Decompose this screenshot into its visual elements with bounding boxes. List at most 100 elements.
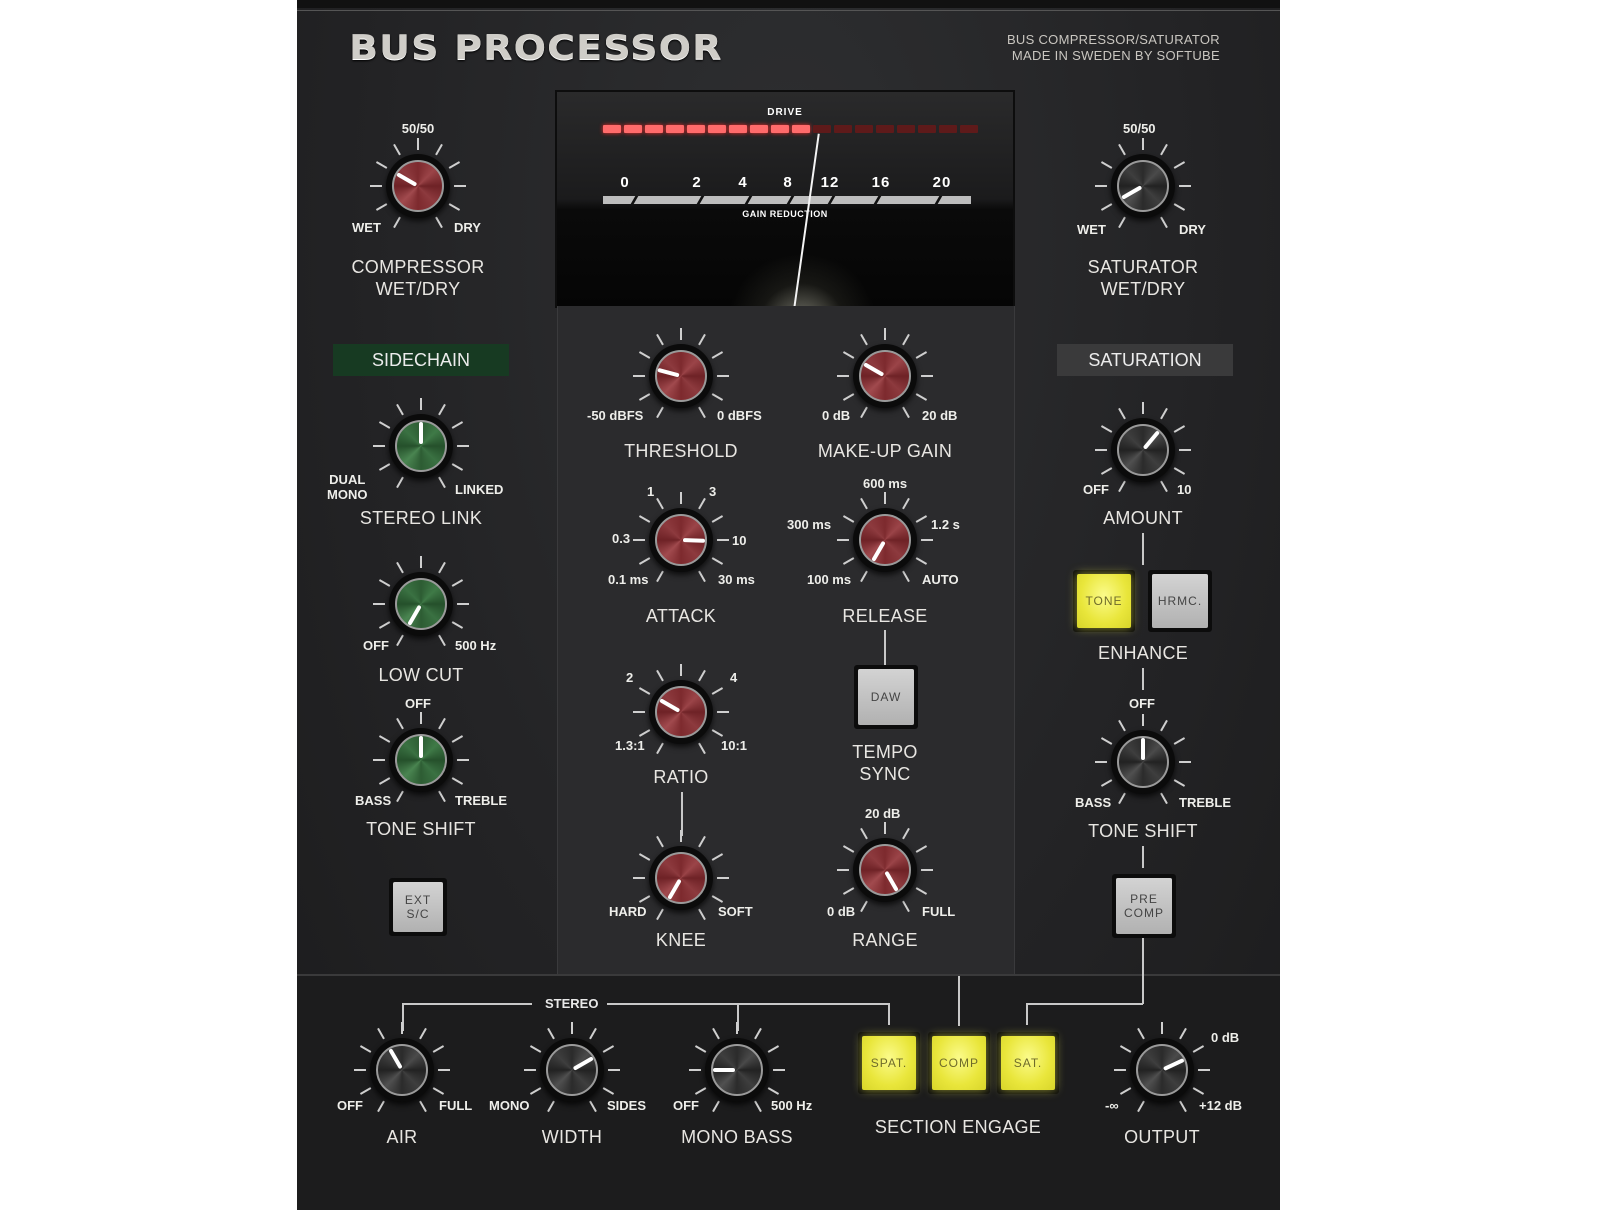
knob-tick-mark (1173, 737, 1185, 745)
daw-button-face: DAW (858, 669, 914, 725)
stereo-link-min-label: DUAL MONO (327, 472, 367, 502)
knob-tick-mark (717, 877, 729, 879)
output-knob[interactable] (1112, 1020, 1212, 1120)
knob-tick-mark (432, 1087, 445, 1095)
comp-wetdry-label-line2: WET/DRY (375, 279, 461, 299)
plugin-title: BUS PROCESSOR (349, 28, 723, 68)
low-cut-knob[interactable] (371, 554, 471, 654)
drive-led-segment (897, 125, 915, 133)
enhance-tone-button[interactable]: TONE (1073, 570, 1135, 632)
tone-shift-right-max-label: TREBLE (1179, 795, 1231, 810)
knob-tick-mark (1100, 425, 1113, 433)
mono-bass-knob[interactable] (687, 1020, 787, 1120)
knob-tick-mark (656, 670, 664, 682)
knob-tick-mark (902, 827, 910, 840)
sat-wetdry-min-label: WET (1077, 222, 1106, 237)
release-knob[interactable] (835, 490, 935, 590)
knob-tick-mark (736, 1022, 738, 1034)
range-knob[interactable] (835, 820, 935, 920)
threshold-knob[interactable] (631, 326, 731, 426)
saturator-wetdry-knob[interactable] (1093, 136, 1193, 236)
knob-tick-mark (1198, 1069, 1210, 1071)
output-label: OUTPUT (1124, 1127, 1200, 1147)
spat-engage-button[interactable]: SPAT. (858, 1032, 920, 1094)
knob-tick-mark (1160, 719, 1168, 732)
knob-tick-mark (680, 830, 682, 842)
knob-tick-mark (656, 334, 664, 346)
knob-tick-mark (689, 1069, 701, 1071)
attack-tick-0-3: 0.3 (612, 531, 631, 546)
drive-led-segment (750, 125, 768, 133)
knob-tick-mark (1101, 203, 1113, 211)
bottom-bar (297, 974, 1280, 1210)
amount-connector-line (1142, 533, 1144, 565)
makeup-gain-knob[interactable] (835, 326, 935, 426)
stereo-link-knob[interactable] (371, 396, 471, 496)
knob-tick-mark (524, 1069, 536, 1071)
tempo-sync-daw-button[interactable]: DAW (854, 665, 918, 729)
knob-tick-mark (375, 161, 388, 169)
knob-tick-mark (767, 1087, 780, 1095)
ratio-max-label: 10:1 (721, 738, 748, 753)
compressor-wetdry-knob[interactable] (368, 136, 468, 236)
ratio-knob[interactable] (631, 662, 731, 762)
knob-tick-mark (451, 579, 463, 587)
width-knob[interactable] (522, 1020, 622, 1120)
knob-tick-mark (396, 404, 404, 416)
knob-tick-mark (711, 729, 724, 737)
knob-tick-mark (921, 869, 933, 871)
tone-shift-right-knob[interactable] (1093, 712, 1193, 812)
amount-knob[interactable] (1093, 400, 1193, 500)
knob-tick-mark (711, 393, 724, 401)
knob-pointer-indicator (713, 1068, 735, 1072)
comp-wetdry-min-label: WET (352, 220, 381, 235)
knob-cap (655, 350, 707, 402)
drive-led-segment (729, 125, 747, 133)
knob-tick-mark (680, 328, 682, 340)
attack-min-label: 0.1 ms (608, 572, 649, 587)
knee-knob[interactable] (631, 828, 731, 928)
knob-tick-mark (711, 853, 723, 861)
bus-processor-plugin: BUS PROCESSOR BUS COMPRESSOR/SATURATOR M… (297, 0, 1280, 1210)
sat-wetdry-line2: WET/DRY (1100, 279, 1186, 299)
knob-tick-mark (698, 835, 706, 848)
tone-button-face: TONE (1077, 574, 1131, 628)
knob-tick-mark (921, 375, 933, 377)
knob-tick-mark (633, 539, 645, 541)
gain-reduction-meter: DRIVE 0 2 4 8 12 16 20 GAIN REDUCTION (555, 90, 1015, 308)
knob-tick-mark (373, 603, 385, 605)
knob-cap (1117, 424, 1169, 476)
sat-engage-button[interactable]: SAT. (997, 1032, 1059, 1094)
width-max-label: SIDES (607, 1098, 647, 1113)
knob-tick-mark (712, 1028, 720, 1040)
knob-tick-mark (1118, 480, 1126, 493)
enhance-hrmc-button[interactable]: HRMC. (1148, 570, 1212, 632)
knob-tick-mark (1095, 449, 1107, 451)
knob-tick-mark (1137, 1100, 1145, 1113)
knob-tick-mark (698, 908, 706, 920)
air-knob[interactable] (352, 1020, 452, 1120)
mono-bass-label: MONO BASS (681, 1127, 793, 1147)
comp-engage-button[interactable]: COMP (928, 1032, 990, 1094)
attack-knob[interactable] (631, 490, 731, 590)
knob-tick-mark (773, 1069, 785, 1071)
air-max-label: FULL (439, 1098, 473, 1113)
low-cut-min-label: OFF (363, 638, 389, 653)
knob-tick-mark (860, 334, 868, 346)
output-min-label: -∞ (1105, 1098, 1119, 1113)
comp-wetdry-top-label: 50/50 (401, 121, 435, 136)
knob-cap (376, 1044, 428, 1096)
width-label: WIDTH (541, 1127, 603, 1147)
knob-tick-mark (711, 351, 723, 359)
knob-tick-mark (915, 845, 927, 853)
tone-shift-left-knob[interactable] (371, 710, 471, 810)
knob-tick-mark (377, 1028, 385, 1040)
stereo-link-max-label: LINKED (455, 482, 504, 497)
knob-tick-mark (393, 144, 401, 156)
knob-tick-mark (1120, 1087, 1132, 1095)
knob-tick-mark (379, 621, 391, 629)
knob-tick-mark (639, 729, 651, 737)
comp-connector (958, 976, 960, 1026)
